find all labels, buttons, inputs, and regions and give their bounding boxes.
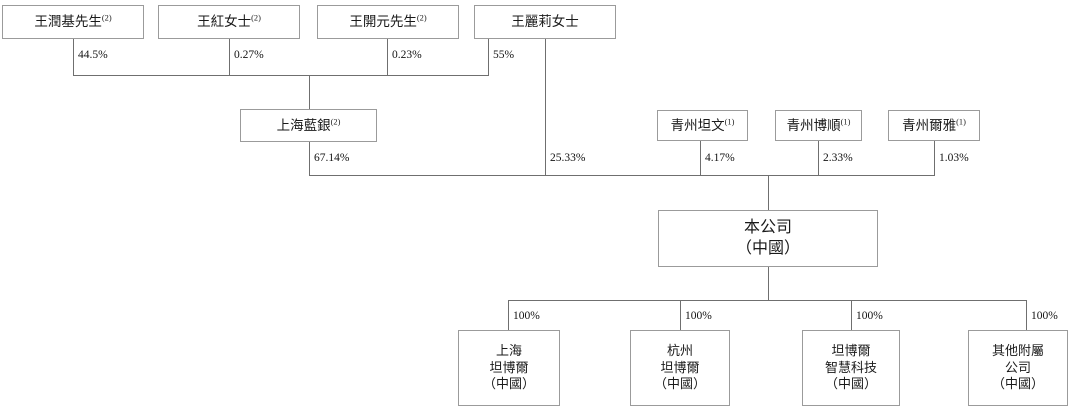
percent-lili-company: 25.33% [550,152,586,164]
percent-tanwen-company: 4.17% [705,152,735,164]
edge-lanyin-drop [309,142,310,175]
edge-subsidiary-bus [508,300,1026,301]
percent-company-shanghai: 100% [513,310,540,322]
edge-company-bus [309,175,935,176]
percent-company-hangzhou: 100% [685,310,712,322]
footnote-marker: (1) [956,117,966,127]
edge-to-shanghai-tanboer [508,300,509,330]
node-qingzhou-boshun[interactable]: 青州博順(1) [775,110,862,141]
node-wang-hong-label: 王紅女士(2) [197,13,261,30]
node-the-company[interactable]: 本公司 （中國） [658,210,878,267]
node-qingzhou-erya-label: 青州爾雅(1) [902,117,966,133]
edge-runji-drop [73,39,74,75]
percent-lanyin-company: 67.14% [314,152,350,164]
edge-bus-to-lanyin [309,75,310,109]
footnote-marker: (2) [251,13,261,23]
node-hangzhou-tanboer[interactable]: 杭州 坦博爾 （中國） [630,330,730,406]
node-qingzhou-erya[interactable]: 青州爾雅(1) [888,110,980,141]
node-shanghai-tanboer[interactable]: 上海 坦博爾 （中國） [458,330,560,406]
node-tanboer-zhihui[interactable]: 坦博爾 智慧科技 （中國） [802,330,900,406]
edge-shareholder-bus [73,75,489,76]
edge-to-other-subsidiaries [1026,300,1027,330]
edge-to-hangzhou-tanboer [680,300,681,330]
edge-to-tanboer-zhihui [851,300,852,330]
percent-erya-company: 1.03% [939,152,969,164]
edge-kaiyuan-drop [387,39,388,75]
node-qingzhou-boshun-label: 青州博順(1) [786,117,851,133]
node-other-subsidiaries-label: 其他附屬 公司 （中國） [991,343,1044,392]
edge-lili-drop [488,39,489,75]
percent-boshun-company: 2.33% [823,152,853,164]
edge-bus-to-company [768,175,769,210]
node-the-company-label: 本公司 （中國） [735,219,800,257]
node-qingzhou-tanwen[interactable]: 青州坦文(1) [657,110,748,141]
percent-kaiyuan-lanyin: 0.23% [392,49,422,61]
percent-company-other: 100% [1031,310,1058,322]
node-shanghai-lanyin[interactable]: 上海藍銀(2) [240,109,377,142]
node-shanghai-tanboer-label: 上海 坦博爾 （中國） [482,343,535,392]
percent-runji-lanyin: 44.5% [78,49,108,61]
footnote-marker: (2) [330,117,341,127]
node-shanghai-lanyin-label: 上海藍銀(2) [276,117,341,133]
node-wang-runji[interactable]: 王潤基先生(2) [2,5,144,39]
edge-tanwen-drop [700,141,701,175]
edge-boshun-drop [818,141,819,175]
node-tanboer-zhihui-label: 坦博爾 智慧科技 （中國） [824,343,877,392]
footnote-marker: (1) [840,117,851,127]
edge-lili-direct-drop [545,39,546,175]
node-qingzhou-tanwen-label: 青州坦文(1) [670,117,735,133]
percent-hong-lanyin: 0.27% [234,49,264,61]
node-wang-hong[interactable]: 王紅女士(2) [158,5,300,39]
footnote-marker: (2) [416,13,427,23]
node-wang-kaiyuan-label: 王開元先生(2) [349,13,427,30]
percent-lili-lanyin: 55% [493,49,515,61]
edge-company-down [768,267,769,300]
edge-hong-drop [229,39,230,75]
percent-company-zhihui: 100% [856,310,883,322]
node-hangzhou-tanboer-label: 杭州 坦博爾 （中國） [653,343,706,392]
node-wang-lili-label: 王麗莉女士 [511,14,579,30]
node-wang-kaiyuan[interactable]: 王開元先生(2) [317,5,459,39]
footnote-marker: (2) [101,13,112,23]
footnote-marker: (1) [724,117,735,127]
node-wang-runji-label: 王潤基先生(2) [34,13,112,30]
node-other-subsidiaries[interactable]: 其他附屬 公司 （中國） [968,330,1068,406]
edge-erya-drop [934,141,935,175]
node-wang-lili[interactable]: 王麗莉女士 [474,5,616,39]
